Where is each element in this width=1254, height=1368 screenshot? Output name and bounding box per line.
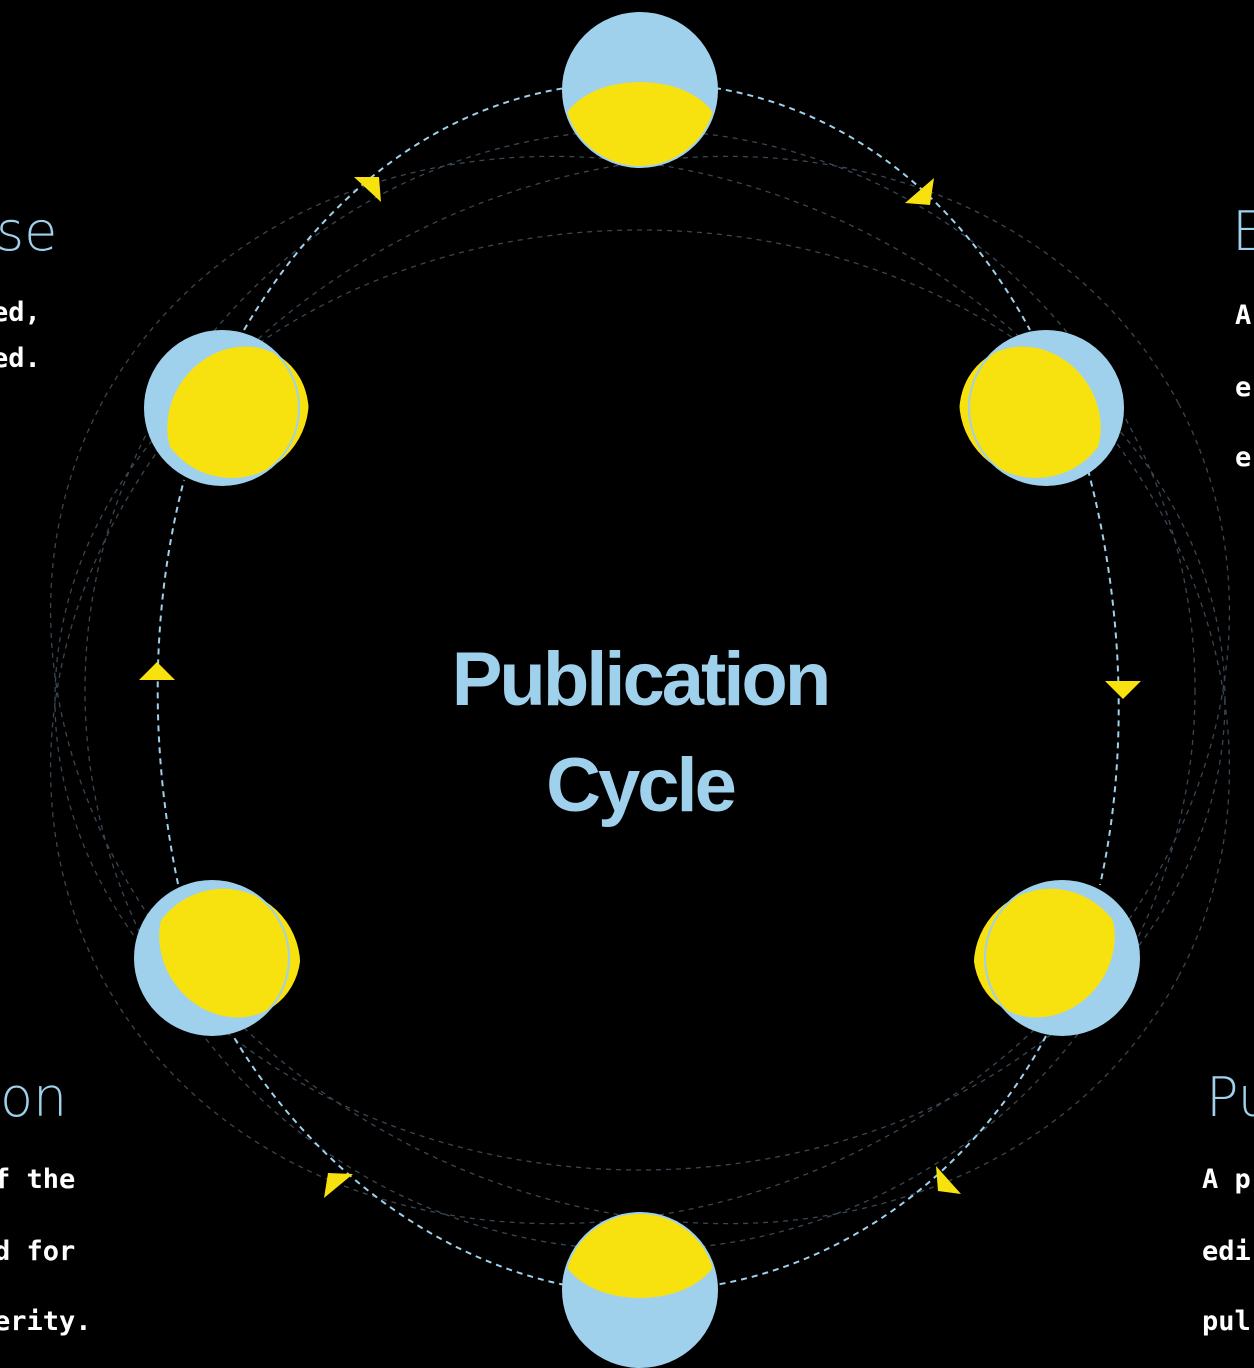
arrow-icon-3 xyxy=(936,1166,961,1194)
arrow-icon-4 xyxy=(324,1173,353,1198)
label-line: e xyxy=(1235,442,1252,473)
moon-phase-icon xyxy=(973,870,1140,1036)
orbit-ring-4 xyxy=(54,229,1226,1171)
label-line: erity. xyxy=(0,1306,92,1337)
node-upper-right xyxy=(959,330,1124,494)
moon-phase-icon xyxy=(144,330,309,494)
path-top-to-upper-right xyxy=(714,87,1031,331)
center-title-line-2: Cycle xyxy=(546,743,737,828)
orbit-ring-3 xyxy=(84,129,1196,1251)
moon-phase-icon xyxy=(134,870,301,1036)
node-upper-left xyxy=(144,330,309,494)
label-line: A xyxy=(1235,300,1252,331)
moon-phase-icon xyxy=(562,1212,718,1368)
path-lower-left-to-upper-left xyxy=(156,479,185,885)
label-line: A p xyxy=(1202,1164,1251,1195)
path-upper-left-to-top xyxy=(243,87,566,331)
label-heading: Pu xyxy=(1206,1066,1254,1129)
arrow-icon-1 xyxy=(905,178,934,205)
node-lower-right xyxy=(973,870,1140,1036)
label-line: ed, xyxy=(0,297,41,328)
arrow-icon-6 xyxy=(354,177,381,202)
path-lower-right-to-bottom xyxy=(714,1035,1047,1286)
label-heading: E xyxy=(1232,200,1254,263)
label-line: f the xyxy=(0,1164,76,1195)
center-title-line-1: Publication xyxy=(451,637,832,722)
direction-arrows xyxy=(139,177,1141,1198)
label-line: edi xyxy=(1202,1236,1251,1267)
path-bottom-to-lower-left xyxy=(231,1033,566,1286)
label-line: ed. xyxy=(0,343,41,374)
arrow-icon-5 xyxy=(139,662,175,680)
label-line: pul xyxy=(1202,1306,1251,1337)
path-upper-right-to-lower-right xyxy=(1087,469,1120,886)
moon-phase-icon xyxy=(959,330,1124,494)
label-heading: se xyxy=(0,200,58,263)
label-line: e xyxy=(1235,372,1252,403)
cycle-path xyxy=(156,87,1120,1286)
node-bottom xyxy=(562,1212,718,1368)
label-line: d for xyxy=(0,1236,76,1267)
moon-phase-icon xyxy=(562,12,718,168)
node-lower-left xyxy=(134,870,301,1036)
label-heading: on xyxy=(0,1066,68,1129)
arrow-icon-2 xyxy=(1105,681,1141,699)
node-top xyxy=(562,12,718,168)
